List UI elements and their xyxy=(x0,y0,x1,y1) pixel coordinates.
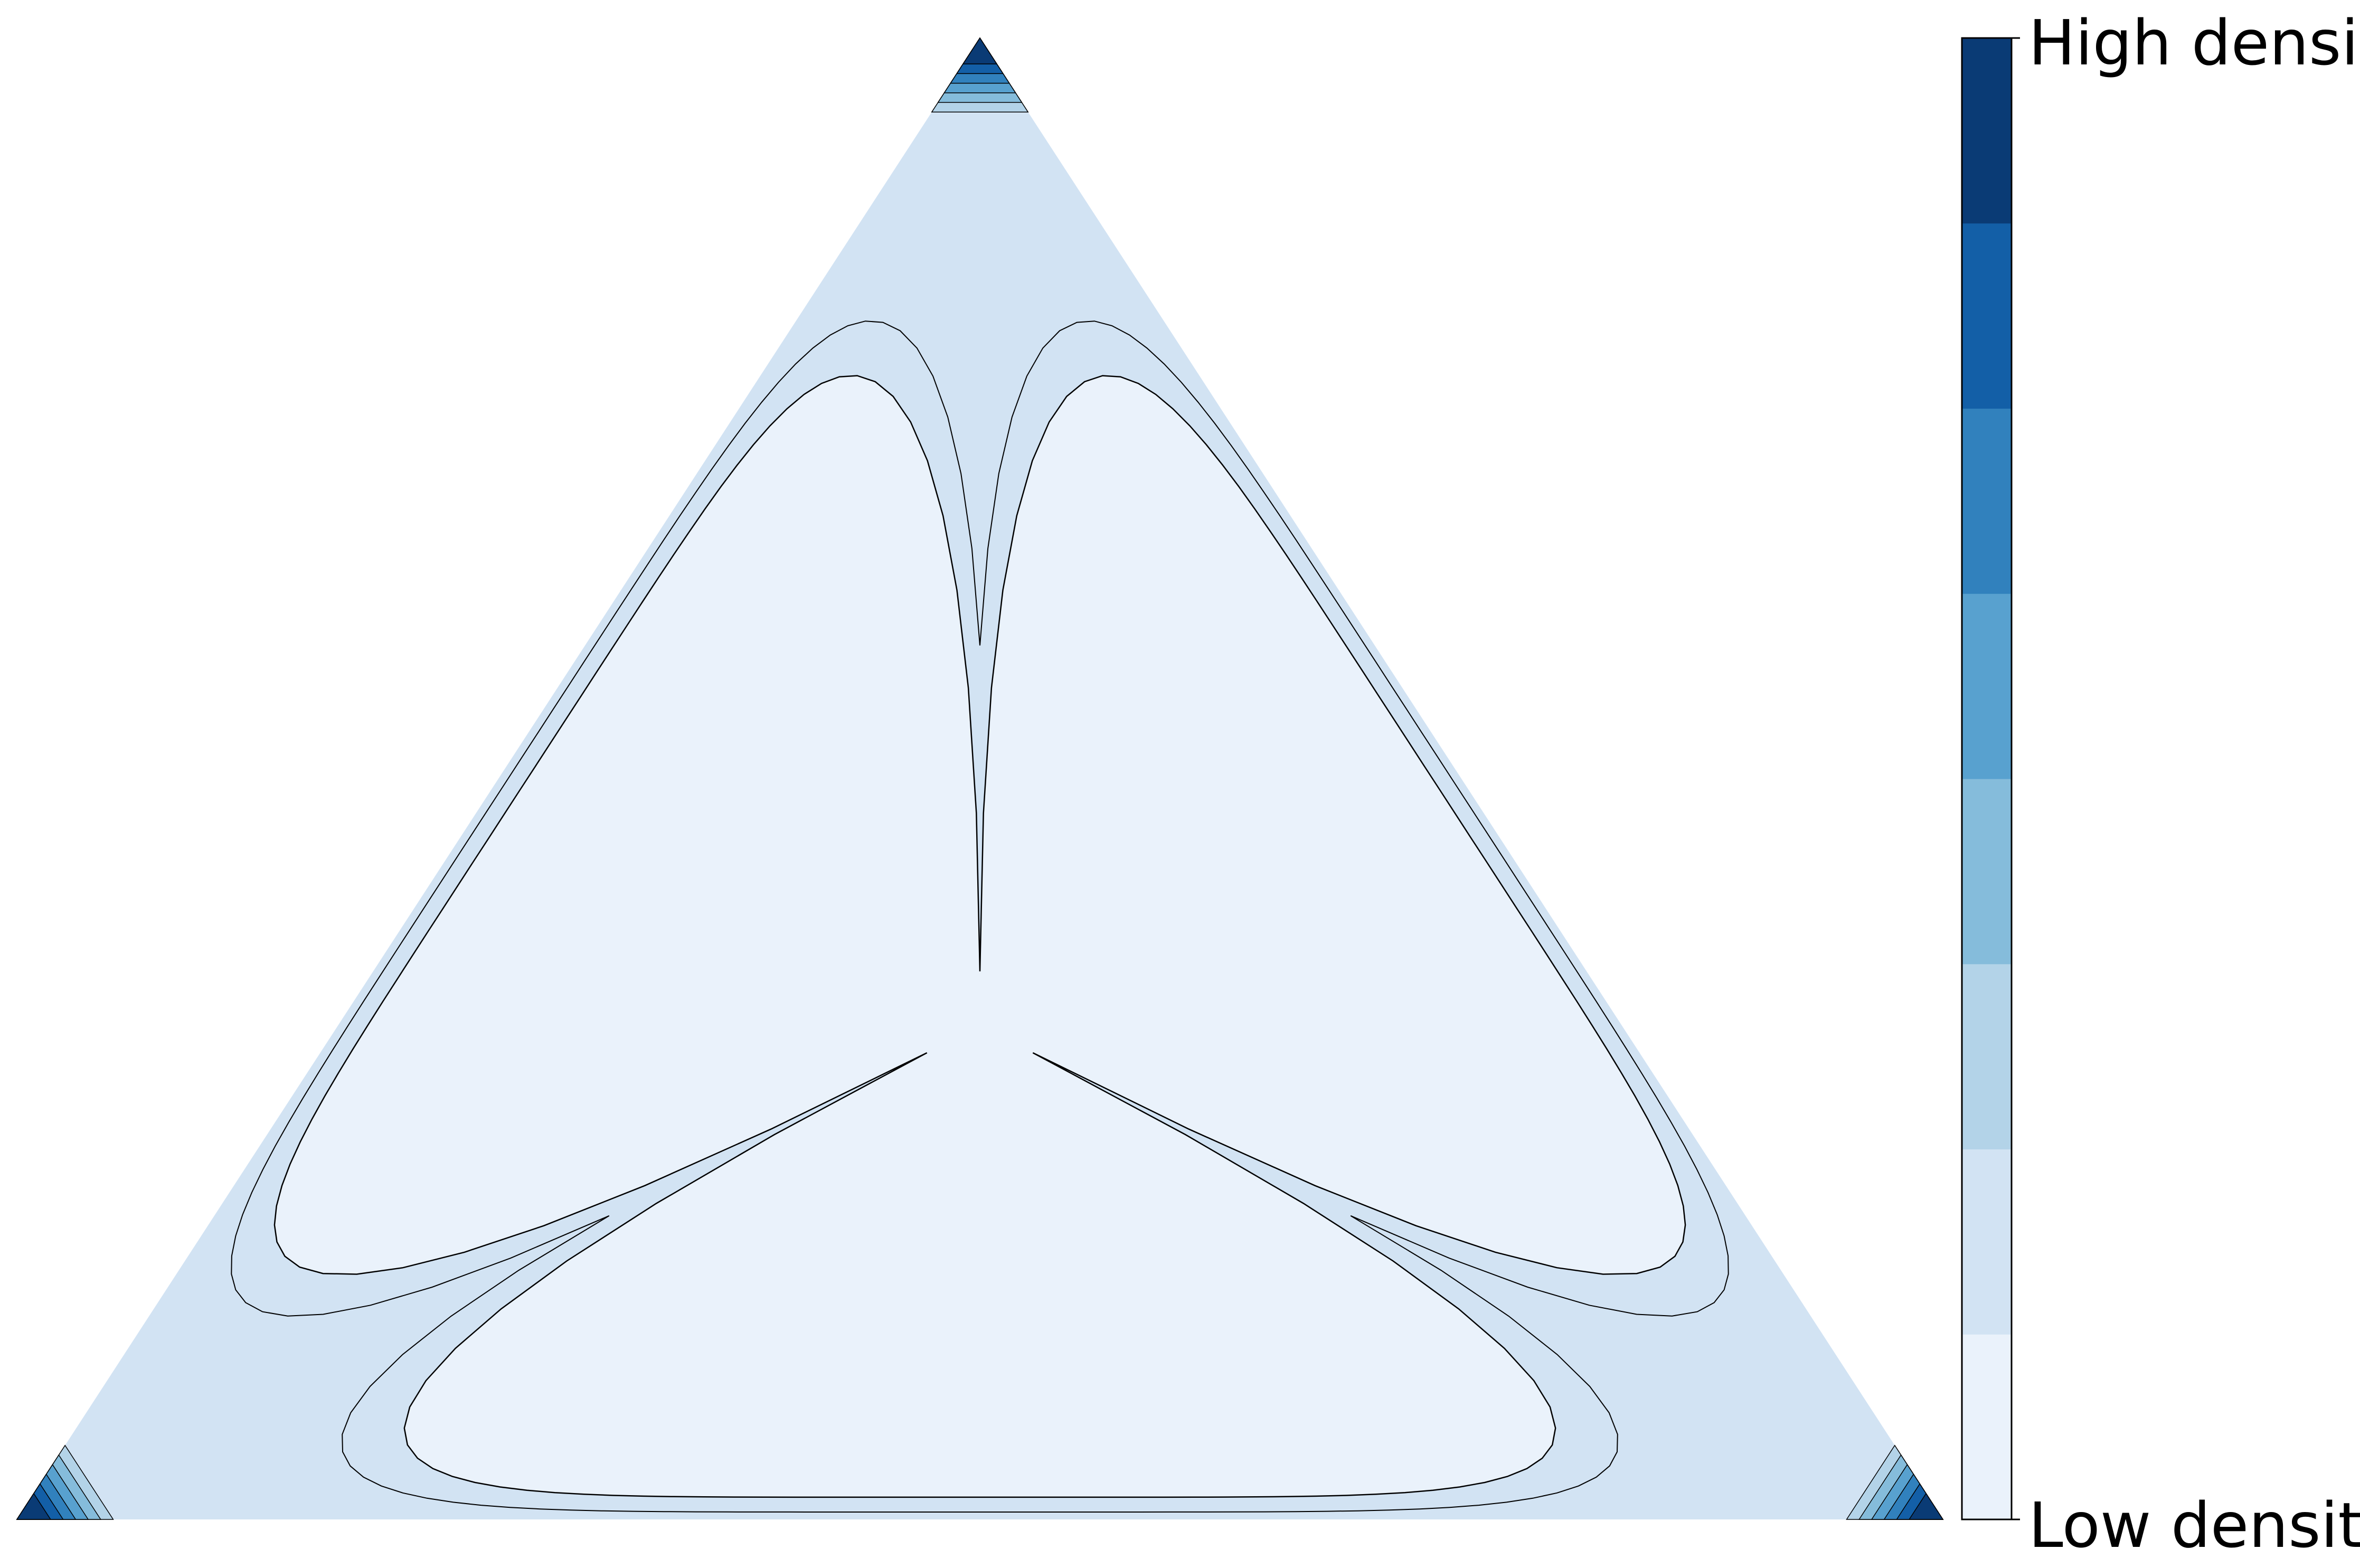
colorbar-level-7 xyxy=(1962,223,2012,409)
density-region-interior xyxy=(273,375,1686,1498)
colorbar-level-6 xyxy=(1962,408,2012,594)
colorbar xyxy=(1961,37,2020,1520)
density-contour-line xyxy=(231,320,1729,1513)
colorbar-high-label: High density xyxy=(2028,6,2360,79)
colorbar-low-label: Low density xyxy=(2028,1489,2360,1562)
density-peak-left-level-7 xyxy=(16,1493,52,1520)
density-peak-top-level-7 xyxy=(962,37,998,64)
colorbar-frame xyxy=(1961,37,2013,1520)
density-peak-right-level-7 xyxy=(1908,1493,1944,1520)
ternary-density-plot xyxy=(16,37,1944,1520)
colorbar-level-1 xyxy=(1962,1334,2012,1520)
colorbar-level-3 xyxy=(1962,964,2012,1150)
colorbar-level-5 xyxy=(1962,593,2012,779)
colorbar-level-8 xyxy=(1962,38,2012,224)
colorbar-level-4 xyxy=(1962,779,2012,965)
colorbar-level-2 xyxy=(1962,1149,2012,1335)
